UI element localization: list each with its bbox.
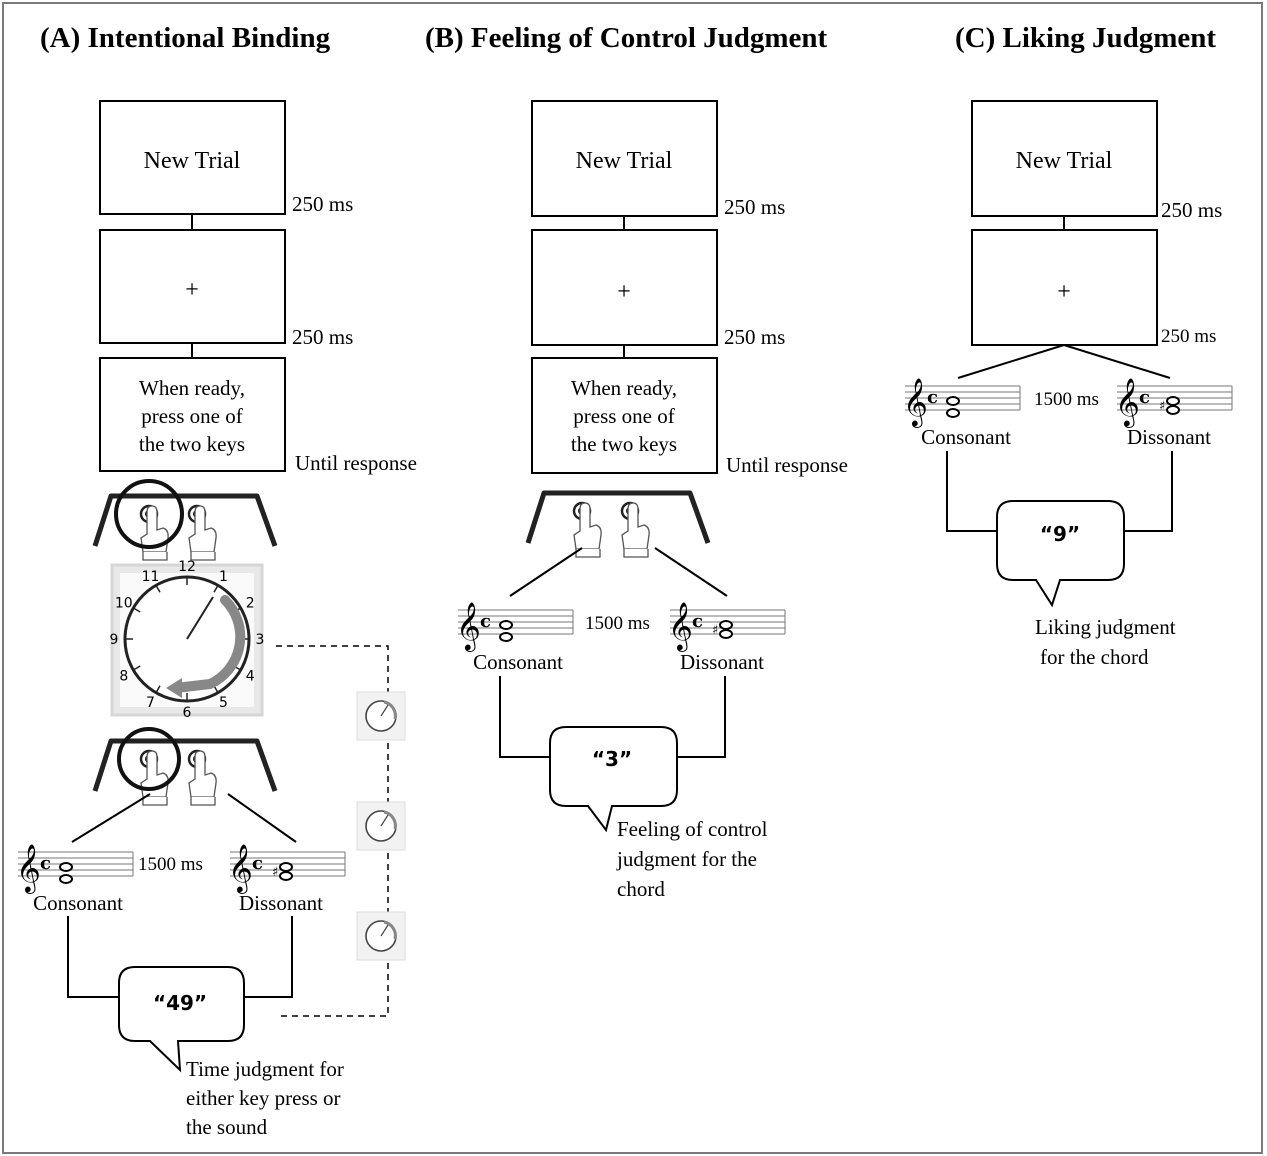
caption-line-2: judgment for the <box>616 847 757 871</box>
caption-line-1: Time judgment for <box>186 1057 344 1081</box>
speech-bubble <box>119 967 244 1070</box>
duration-label: 250 ms <box>724 325 785 349</box>
connector-line <box>228 794 296 842</box>
caption-line-3: chord <box>617 877 665 901</box>
caption-line-1: Liking judgment <box>1035 615 1176 639</box>
response-quote: “9” <box>1040 522 1080 546</box>
caption-line-2: for the chord <box>1040 645 1149 669</box>
interval-label: 1500 ms <box>585 613 650 634</box>
clock-number: 1 <box>219 569 228 585</box>
consonant-chord-icon <box>903 377 1020 428</box>
connector-line <box>947 451 997 531</box>
connector-line <box>677 676 725 757</box>
caption-line-2: either key press or <box>186 1086 341 1110</box>
fixation-cross: + <box>185 277 199 303</box>
panel-a-title: (A) Intentional Binding <box>40 22 331 54</box>
svg-text:♯: ♯ <box>1159 399 1165 414</box>
connector-line <box>1064 345 1170 378</box>
clock-number: 11 <box>142 569 160 585</box>
clock-number: 6 <box>183 705 192 721</box>
duration-label: Until response <box>295 451 417 475</box>
svg-text:♯: ♯ <box>712 623 718 638</box>
clock-number: 12 <box>178 559 196 575</box>
instruction-line-2: press one of <box>573 404 674 428</box>
dissonant-chord-icon: ♯ <box>668 601 785 652</box>
consonant-label: Consonant <box>33 891 123 915</box>
duration-label: 250 ms <box>292 325 353 349</box>
duration-label: 250 ms <box>724 195 785 219</box>
consonant-label: Consonant <box>921 425 1011 449</box>
connector-line <box>72 794 150 842</box>
fixation-cross: + <box>617 279 631 305</box>
svg-text:♯: ♯ <box>272 865 278 880</box>
panel-c-title: (C) Liking Judgment <box>955 22 1216 54</box>
new-trial-label: New Trial <box>144 148 241 174</box>
duration-label: Until response <box>726 453 848 477</box>
consonant-label: Consonant <box>473 650 563 674</box>
panel-b: (B) Feeling of Control Judgment New Tria… <box>425 22 848 901</box>
instruction-line-2: press one of <box>141 404 242 428</box>
clock-number: 5 <box>219 695 228 711</box>
new-trial-label: New Trial <box>1016 148 1113 174</box>
clock-number: 2 <box>246 596 255 612</box>
response-quote: “49” <box>153 991 207 1015</box>
dissonant-label: Dissonant <box>239 891 323 915</box>
connector-line <box>655 548 727 596</box>
panel-b-title: (B) Feeling of Control Judgment <box>425 22 828 54</box>
duration-label: 250 ms <box>1161 198 1222 222</box>
instruction-line-3: the two keys <box>571 432 677 456</box>
interval-label: 1500 ms <box>1034 389 1099 410</box>
mini-clock-icon <box>357 692 405 740</box>
clock-number: 9 <box>110 632 119 648</box>
clock-number: 3 <box>256 632 265 648</box>
interval-label: 1500 ms <box>138 854 203 875</box>
dissonant-chord-icon: ♯ <box>228 843 345 894</box>
dissonant-label: Dissonant <box>680 650 764 674</box>
speech-bubble <box>550 727 677 830</box>
new-trial-label: New Trial <box>576 148 673 174</box>
keyboard-icon <box>95 729 275 805</box>
instruction-line-1: When ready, <box>139 376 245 400</box>
fixation-cross: + <box>1057 279 1071 305</box>
dissonant-chord-icon: ♯ <box>1115 377 1232 428</box>
clock-number: 10 <box>115 596 133 612</box>
clock-number: 8 <box>119 669 128 685</box>
connector-line <box>958 345 1064 378</box>
speech-bubble <box>997 501 1124 605</box>
caption-line-1: Feeling of control <box>617 817 768 841</box>
instruction-line-1: When ready, <box>571 376 677 400</box>
caption-line-3: the sound <box>186 1115 268 1139</box>
mini-clock-icon <box>357 912 405 960</box>
keyboard-icon <box>95 481 275 560</box>
connector-line <box>1124 451 1172 531</box>
connector-line <box>68 916 118 997</box>
clock-number: 7 <box>146 695 155 711</box>
instruction-line-3: the two keys <box>139 432 245 456</box>
mini-clock-icon <box>357 802 405 850</box>
panel-c: (C) Liking Judgment New Trial 250 ms + 2… <box>903 22 1232 669</box>
duration-label: 250 ms <box>1161 326 1216 347</box>
clock-number: 4 <box>246 669 255 685</box>
keyboard-icon <box>528 493 708 557</box>
duration-label: 250 ms <box>292 192 353 216</box>
panel-a: (A) Intentional Binding New Trial 250 ms… <box>16 22 417 1139</box>
dissonant-label: Dissonant <box>1127 425 1211 449</box>
consonant-chord-icon <box>456 601 573 652</box>
consonant-chord-icon <box>16 843 133 894</box>
connector-line <box>500 676 550 757</box>
response-quote: “3” <box>592 747 632 771</box>
connector-line <box>244 916 292 997</box>
connector-line <box>510 548 582 596</box>
